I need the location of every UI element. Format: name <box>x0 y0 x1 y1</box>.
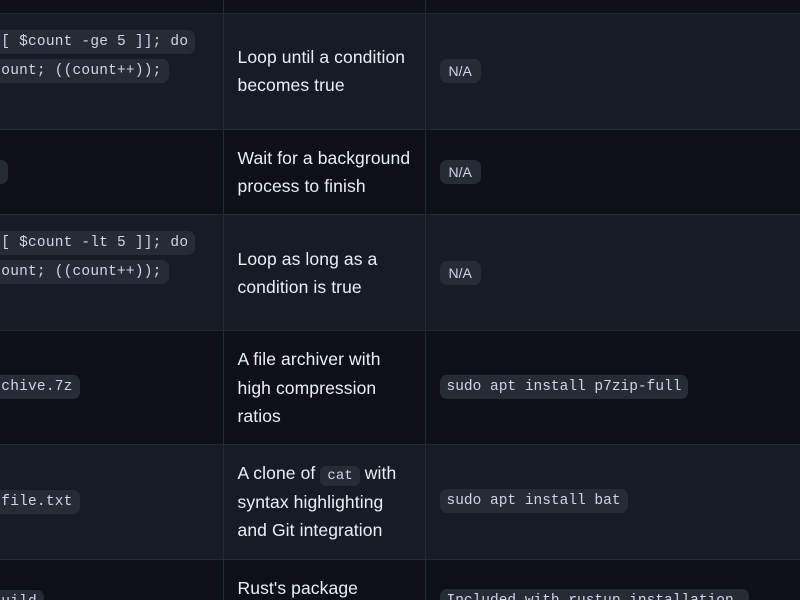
command-cell: unset name <box>0 0 224 14</box>
table-row: until [[ $count -ge 5 ]]; do echo $count… <box>0 13 800 130</box>
table-row: 7z x archive.7z A file archiver with high… <box>0 330 800 445</box>
command-cell: batcat file.txt <box>0 444 224 560</box>
description-text: Loop as long as a condition is true <box>237 248 378 297</box>
description-cell: Loop until a condition becomes true <box>223 13 426 130</box>
not-applicable-badge: N/A <box>439 160 481 185</box>
description-text: Wait for a background process to finish <box>237 147 411 197</box>
command-cell: wait $! <box>0 129 224 215</box>
description-cell: Unset a variable or function <box>223 0 426 14</box>
command-code-badge[interactable]: 7z x archive.7z <box>0 375 80 400</box>
description-cell: Wait for a background process to finish <box>223 129 426 215</box>
description-text: A clone of <box>237 463 321 484</box>
description-cell: A file archiver with high compression ra… <box>223 330 426 445</box>
description-cell: Loop as long as a condition is true <box>223 214 426 331</box>
installation-cell: Included with rustup installation. <box>425 559 800 600</box>
command-code-badge[interactable]: while [[ $count -lt 5 ]]; do echo $count… <box>0 231 196 314</box>
installation-code-badge[interactable]: sudo apt install bat <box>439 489 628 514</box>
installation-cell: N/A <box>425 0 800 13</box>
command-code-badge[interactable]: wait $! <box>0 159 9 184</box>
description-cell: Rust's package manager and build <box>223 559 426 600</box>
description-inline-code[interactable]: cat <box>320 466 360 487</box>
not-applicable-badge: N/A <box>439 59 481 84</box>
description-text: Loop until a condition becomes true <box>237 46 406 96</box>
description-text: A file archiver with high compression ra… <box>237 349 381 427</box>
not-applicable-badge: N/A <box>439 260 481 285</box>
installation-cell: N/A <box>425 13 800 129</box>
installation-cell: sudo apt install bat <box>425 445 800 559</box>
installation-code-badge[interactable]: Included with rustup installation. <box>439 589 750 600</box>
command-cell: 7z x archive.7z <box>0 330 224 445</box>
description-text: Rust's package manager and build <box>237 577 358 598</box>
command-code-badge[interactable]: batcat file.txt <box>0 489 80 514</box>
installation-cell: N/A <box>425 215 800 331</box>
installation-code-badge[interactable]: sudo apt install p7zip-full <box>439 375 689 400</box>
command-code-badge[interactable]: cargo build <box>0 589 44 600</box>
description-cell: A clone of cat with syntax highlighting … <box>223 444 426 560</box>
installation-cell: N/A <box>425 129 800 215</box>
command-cell: cargo build <box>0 559 224 600</box>
table-row: batcat file.txt A clone of cat with synta… <box>0 444 800 560</box>
table-row: unset nameUnset a variable or functionN/… <box>0 0 800 14</box>
table-row: cargo build Rust's package manager and bu… <box>0 559 800 600</box>
command-cell: until [[ $count -ge 5 ]]; do echo $count… <box>0 13 224 130</box>
installation-cell: sudo apt install p7zip-full <box>425 331 800 445</box>
command-code-badge[interactable]: until [[ $count -ge 5 ]]; do echo $count… <box>0 29 196 112</box>
description-text-continued: with syntax highlighting and Git integra… <box>237 463 397 541</box>
table-row: wait $! Wait for a background process to … <box>0 129 800 215</box>
command-cell: while [[ $count -lt 5 ]]; do echo $count… <box>0 214 224 331</box>
table-row: while [[ $count -lt 5 ]]; do echo $count… <box>0 214 800 331</box>
